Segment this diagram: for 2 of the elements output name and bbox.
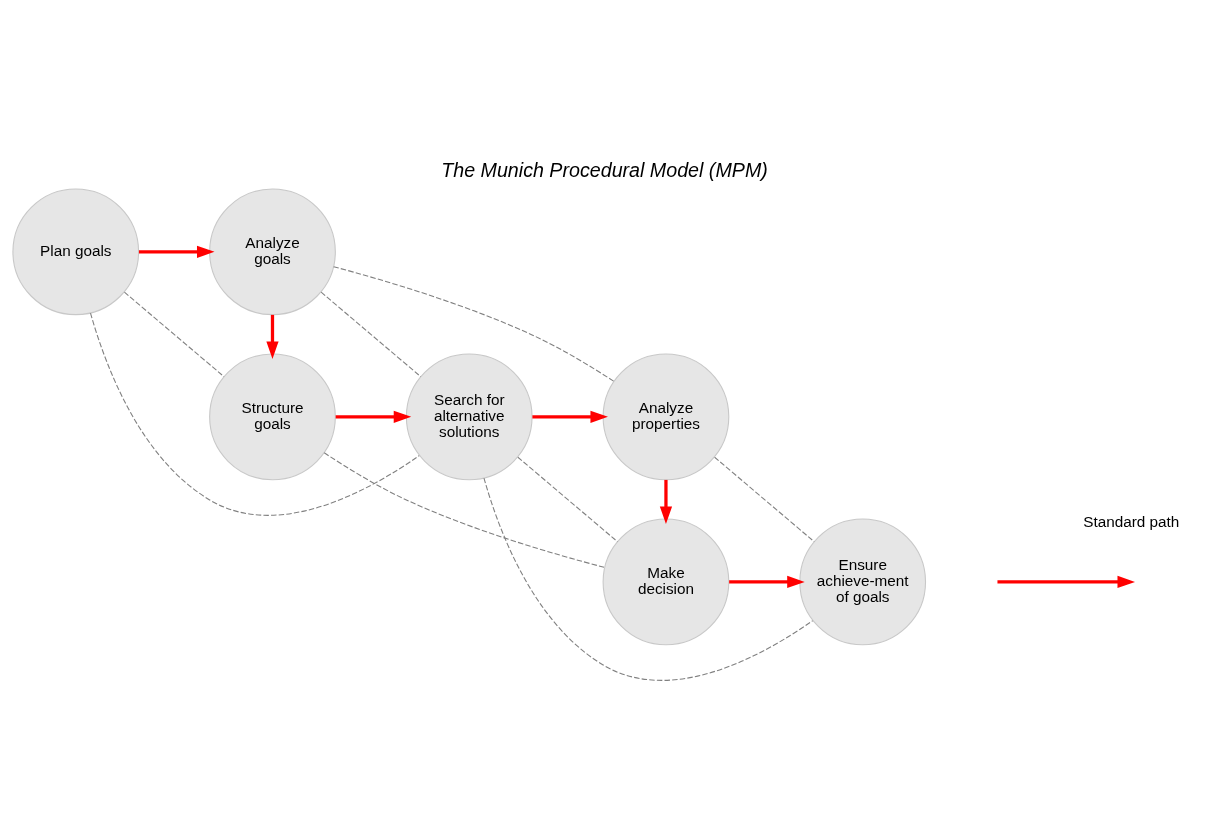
- diagram-title: The Munich Procedural Model (MPM): [441, 159, 768, 182]
- legend-label: Standard path: [1083, 512, 1180, 530]
